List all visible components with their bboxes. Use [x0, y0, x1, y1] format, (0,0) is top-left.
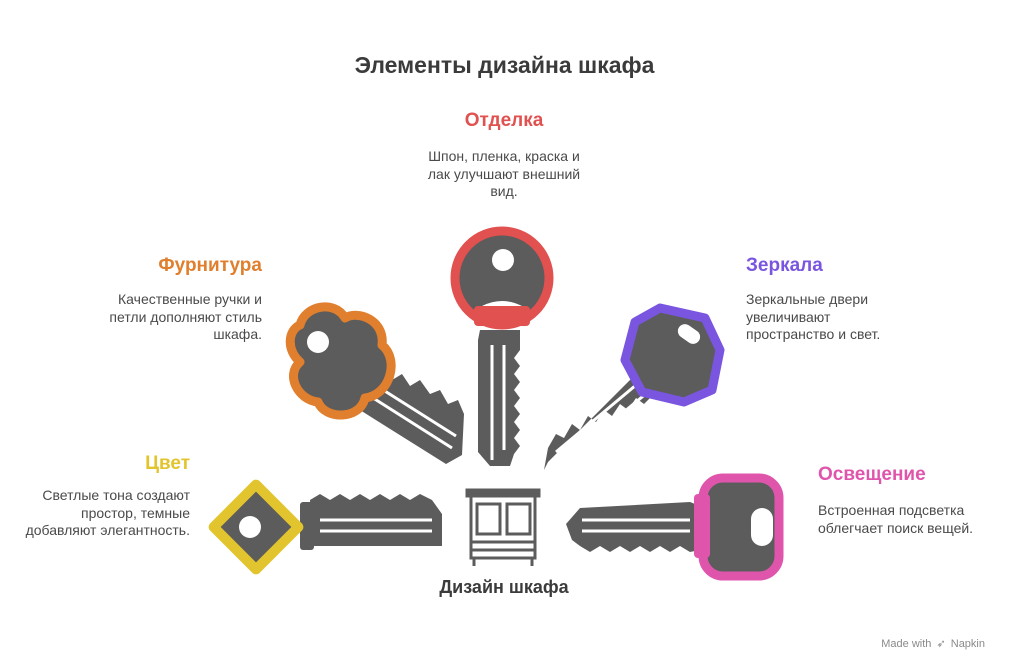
key-hardware [285, 302, 464, 464]
key-shaft [478, 330, 520, 466]
mirrors-title: Зеркала [746, 255, 823, 276]
center-label: Дизайн шкафа [439, 577, 569, 597]
key-color [208, 479, 442, 575]
key-shaft [544, 370, 660, 470]
napkin-logo-icon: ➶ [936, 638, 946, 650]
key-head-ring [620, 303, 725, 407]
key-mirrors [544, 303, 725, 470]
color-description: Светлые тона создают простор, темные доб… [25, 487, 190, 538]
footer: Made with ➶ Napkin [881, 637, 985, 650]
finish-description: Шпон, пленка, краска и лак улучшают внеш… [427, 148, 581, 199]
key-head-ring [285, 302, 396, 420]
lighting-description: Встроенная подсветка облегчает поиск вещ… [818, 502, 974, 536]
finish-title: Отделка [464, 110, 544, 131]
hardware-description: Качественные ручки и петли дополняют сти… [109, 291, 262, 342]
mirrors-description: Зеркальные двери увеличивают пространств… [746, 291, 881, 342]
diagram-title: Элементы дизайна шкафа [354, 52, 655, 78]
lighting-title: Освещение [818, 464, 926, 485]
key-finish [450, 226, 554, 466]
hardware-title: Фурнитура [158, 255, 262, 276]
wardrobe-icon [465, 488, 541, 566]
key-shaft [566, 502, 700, 552]
key-lighting [566, 473, 784, 581]
color-title: Цвет [145, 453, 190, 474]
footer-brand: Napkin [950, 638, 985, 650]
footer-text: Made with [881, 638, 932, 650]
key-collar [300, 502, 314, 550]
